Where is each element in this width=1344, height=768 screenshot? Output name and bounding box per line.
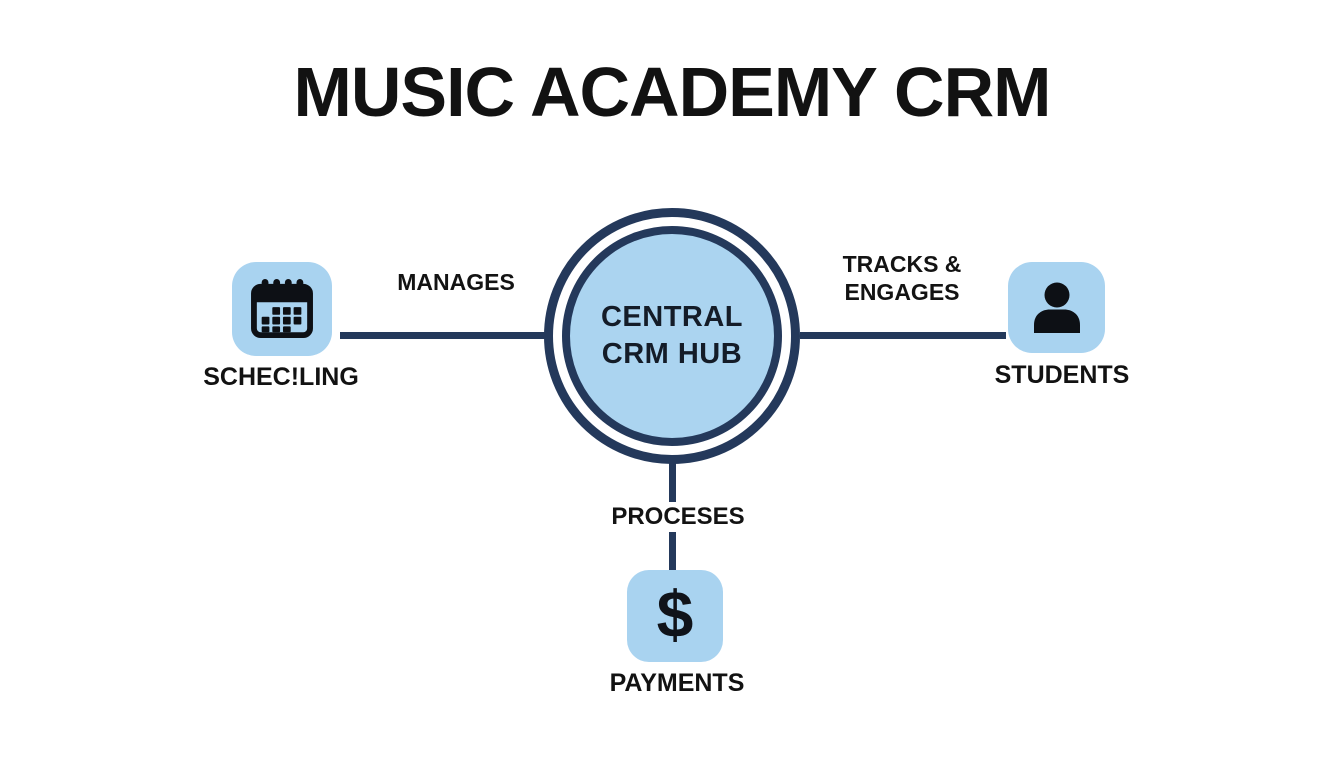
edge-label-tracks-engages-line1: TRACKS &	[842, 251, 962, 277]
central-crm-hub-node: CENTRAL CRM HUB	[544, 208, 800, 464]
scheduling-label: SCHEC!LING	[203, 363, 359, 391]
payments-node: $	[627, 570, 723, 662]
students-node	[1008, 262, 1105, 353]
hub-label: CENTRAL CRM HUB	[601, 299, 743, 372]
hub-label-line2: CRM HUB	[601, 338, 743, 370]
edge-scheduling-to-hub	[340, 332, 546, 339]
hub-label-line1: CENTRAL	[600, 301, 744, 334]
edge-hub-to-students	[800, 332, 1006, 339]
person-icon	[1028, 280, 1086, 336]
calendar-icon	[251, 279, 313, 339]
scheduling-node	[232, 262, 332, 356]
edge-label-proceses: PROCESES	[605, 502, 751, 532]
page-title: MUSIC ACADEMY CRM	[293, 53, 1052, 131]
payments-label: PAYMENTS	[609, 669, 745, 697]
students-label: STUDENTS	[994, 361, 1130, 389]
edge-label-tracks-engages: TRACKS & ENGAGES	[843, 250, 962, 306]
edge-label-manages: MANAGES	[397, 269, 515, 295]
central-crm-hub-inner-circle: CENTRAL CRM HUB	[562, 226, 782, 446]
edge-label-tracks-engages-line2: ENGAGES	[844, 279, 960, 306]
dollar-sign-icon: $	[656, 577, 694, 651]
